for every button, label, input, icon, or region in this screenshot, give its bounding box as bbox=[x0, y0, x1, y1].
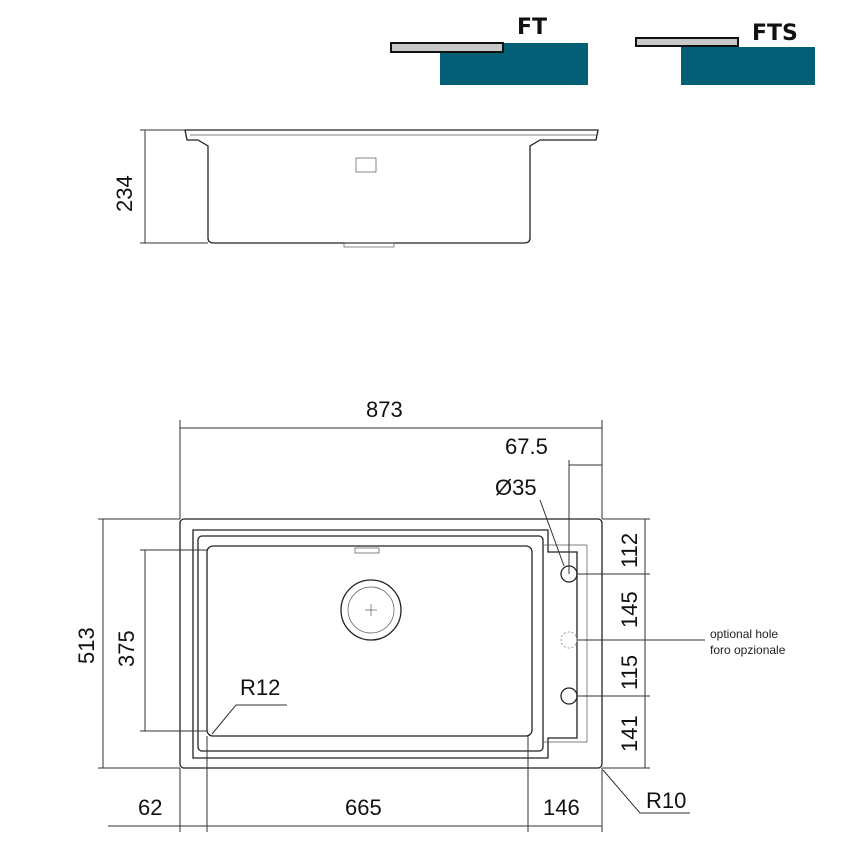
optional-hole-label-it: foro opzionale bbox=[710, 643, 786, 657]
bowl-depth-dimension: 375 bbox=[114, 630, 139, 667]
optional-hole bbox=[560, 631, 578, 649]
bowl-width-dimension: 665 bbox=[345, 795, 382, 820]
hole-diameter-dimension: Ø35 bbox=[495, 475, 537, 500]
height-dimension: 234 bbox=[112, 175, 137, 212]
optional-hole-label: optional hole bbox=[710, 627, 778, 641]
depth-dimension: 513 bbox=[74, 627, 99, 664]
fts-countertop bbox=[681, 47, 815, 85]
right-dimension-115: 115 bbox=[617, 655, 642, 690]
drainer-width-dimension: 146 bbox=[543, 795, 580, 820]
tap-hole-2 bbox=[560, 687, 578, 705]
ft-mount-diagram: FT bbox=[390, 15, 588, 85]
hole-offset-dimension: 67.5 bbox=[505, 434, 548, 459]
left-margin-dimension: 62 bbox=[138, 795, 162, 820]
right-dimension-112: 112 bbox=[617, 533, 642, 568]
top-view: 873 67.5 Ø35 513 375 R12 112 145 115 141… bbox=[74, 397, 786, 832]
right-dimension-141: 141 bbox=[617, 715, 642, 752]
fts-sink-flange bbox=[635, 37, 739, 47]
bowl-radius-dimension: R12 bbox=[240, 675, 280, 700]
fts-mount-diagram: FTS bbox=[635, 21, 815, 85]
fts-label: FTS bbox=[752, 21, 798, 46]
corner-radius-dimension: R10 bbox=[646, 788, 686, 813]
side-view: 234 bbox=[112, 129, 599, 248]
right-dimension-145: 145 bbox=[617, 591, 642, 628]
drain-icon bbox=[340, 579, 402, 641]
ft-label: FT bbox=[517, 15, 547, 40]
width-dimension: 873 bbox=[366, 397, 403, 422]
ft-sink-flange bbox=[390, 42, 504, 53]
